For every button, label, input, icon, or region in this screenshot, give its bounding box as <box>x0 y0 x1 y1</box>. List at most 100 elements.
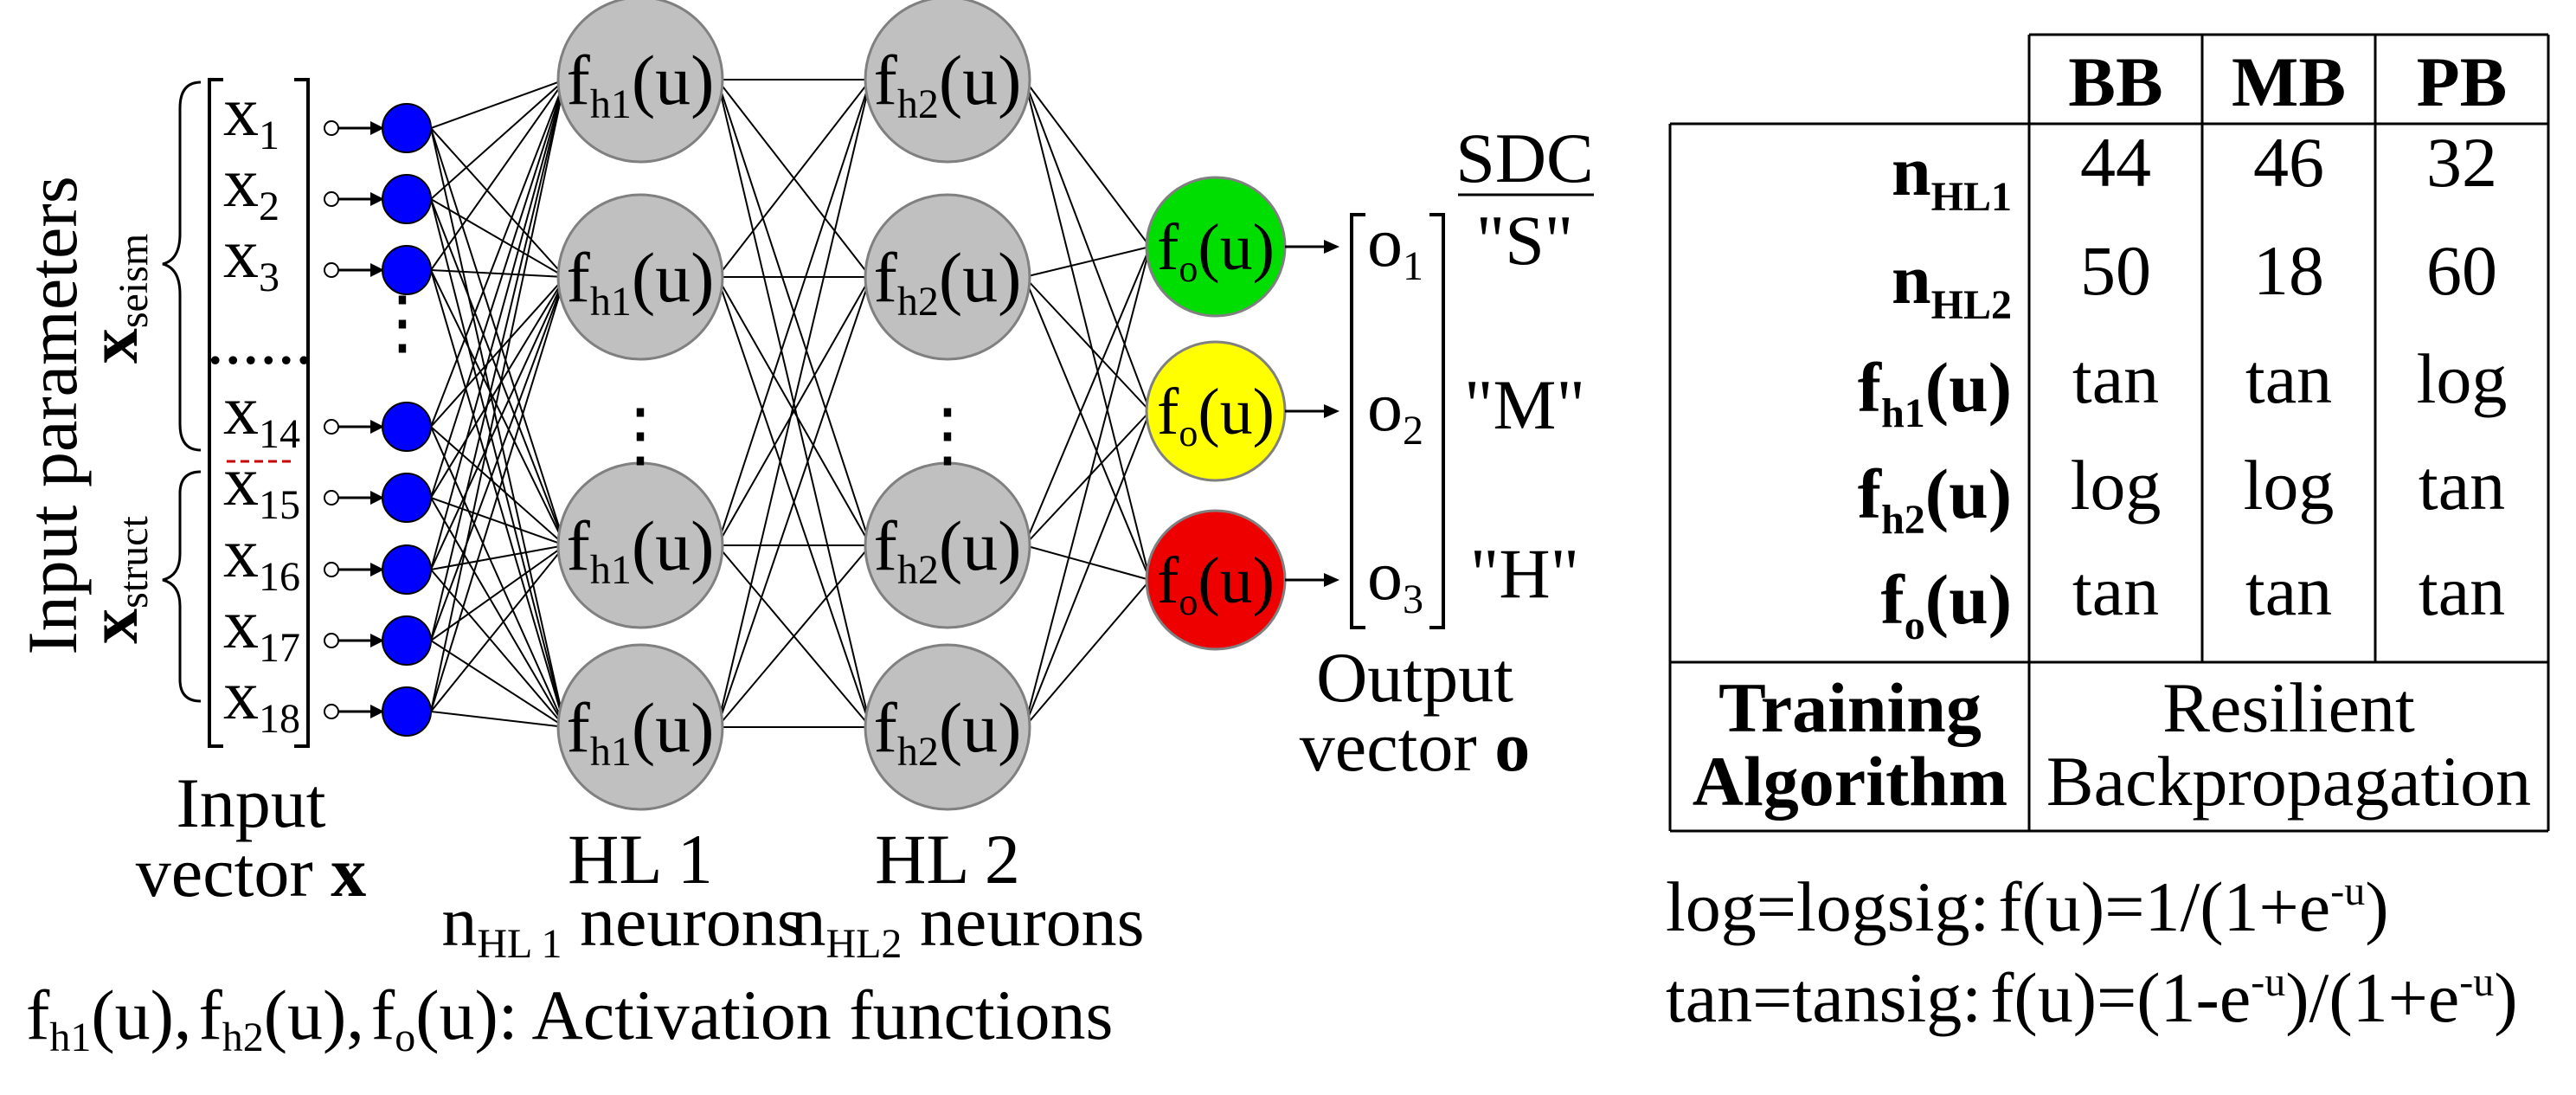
connection-line <box>1024 410 1151 728</box>
connection-line <box>430 276 566 428</box>
hl2-neuron-label: fh2(u) <box>874 41 1022 127</box>
sdc-class-label: "H" <box>1470 534 1579 613</box>
table-cell: tan <box>2072 339 2159 418</box>
connection-line <box>1024 79 1151 581</box>
table-cell: tan <box>2072 551 2159 630</box>
output-arrow-head <box>1324 573 1339 587</box>
input-arrow-head <box>370 491 384 505</box>
hl1-neuron <box>556 193 724 361</box>
input-terminal-circle <box>324 490 339 506</box>
hl1-neuron-count: nHL 1 neurons <box>441 882 804 967</box>
input-neurons <box>382 103 432 737</box>
table-cell: tan <box>2419 551 2505 630</box>
hl2-title: HL 2 <box>875 820 1020 899</box>
connection-line <box>430 79 566 570</box>
hl2-neuron-count: nHL2 neurons <box>790 882 1144 967</box>
hl1-neuron-label: fh1(u) <box>567 238 715 325</box>
connection-line <box>1024 246 1151 278</box>
hl2-ellipsis: ⋮ <box>912 396 983 474</box>
table-column-header: PB <box>2417 42 2508 121</box>
connection-line <box>430 544 566 570</box>
input-neuron <box>382 615 432 666</box>
connection-line <box>1024 276 1151 581</box>
output-vector-left-bracket <box>1350 213 1365 629</box>
input-arrow-head <box>370 634 384 647</box>
table-column-header: MB <box>2232 42 2346 121</box>
table-cell: 32 <box>2426 123 2497 202</box>
output-element-labels: o1"S"o2"M"o3"H" <box>1367 201 1585 622</box>
hidden-layer-2-neurons: fh2(u)fh2(u)fh2(u)fh2(u) <box>864 0 1031 811</box>
hl1-neuron-label: fh1(u) <box>567 41 715 127</box>
table-cell: 44 <box>2080 123 2151 202</box>
logsig-formula: log=logsig:f(u)=1/(1+e-u) <box>1666 867 2389 946</box>
connection-line <box>716 79 871 546</box>
connection-line <box>1024 410 1151 546</box>
table-cell: 46 <box>2253 123 2324 202</box>
input-horizontal-ellipsis: ...... <box>207 300 313 379</box>
output-neurons: fo(u)fo(u)fo(u) <box>1145 176 1287 651</box>
connection-line <box>430 127 566 546</box>
table-cell: tan <box>2419 446 2505 525</box>
hl1-neuron <box>556 0 724 164</box>
connection-line <box>1024 276 1151 412</box>
output-element-label: o3 <box>1367 536 1423 622</box>
hl1-neuron-label: fh1(u) <box>567 506 715 593</box>
seism-label: xseism <box>74 234 157 364</box>
connection-line <box>1024 79 1151 412</box>
table-column-header: BB <box>2068 42 2162 121</box>
table-row-label: nHL1 <box>1892 132 2012 220</box>
connection-line <box>430 269 566 546</box>
input-vector-right-bracket <box>294 78 310 748</box>
connection-line <box>1024 579 1151 728</box>
output-element-label: o1 <box>1367 203 1423 289</box>
table-cell: tan <box>2245 339 2332 418</box>
input-vector-label-line2: vector x <box>136 833 366 911</box>
output-arrows <box>1285 240 1339 587</box>
input-group-label: Input parameters <box>13 176 92 654</box>
input-terminal-circle <box>324 120 339 136</box>
output-arrow-head <box>1324 240 1339 254</box>
input-neuron <box>382 402 432 452</box>
connection-line <box>1024 246 1151 728</box>
connection-line <box>430 269 566 278</box>
training-value-line1: Resilient <box>2162 668 2415 747</box>
input-neuron <box>382 544 432 595</box>
input-terminal-circle <box>324 633 339 648</box>
connection-line <box>430 198 566 728</box>
connection-line <box>716 79 871 728</box>
activation-caption: fh1(u),fh2(u),fo(u): Activation function… <box>26 976 1113 1060</box>
table-cell: log <box>2071 446 2162 525</box>
hl2-neuron <box>864 461 1031 629</box>
input-element-label: x18 <box>223 655 300 742</box>
hl1-title: HL 1 <box>568 820 713 899</box>
table-cell: 60 <box>2426 231 2497 310</box>
connection-line <box>430 276 566 641</box>
connection-line <box>430 497 566 728</box>
table-cell: log <box>2244 446 2335 525</box>
struct-label: xstruct <box>74 516 157 644</box>
input-element-label: x17 <box>223 584 300 671</box>
input-terminal-circle <box>324 704 339 719</box>
hl1-neuron <box>556 461 724 629</box>
hidden-layer-1-neurons: fh1(u)fh1(u)fh1(u)fh1(u) <box>556 0 724 811</box>
connection-line <box>430 497 566 546</box>
hl2-neuron-label: fh2(u) <box>874 506 1022 593</box>
input-neuron <box>382 103 432 153</box>
input-arrows <box>324 120 384 719</box>
output-element-label: o2 <box>1367 367 1423 454</box>
parameter-table <box>1668 33 2550 833</box>
hl1-neuron <box>556 643 724 811</box>
connection-line <box>430 640 566 728</box>
hl2-neuron <box>864 643 1031 811</box>
connection-line <box>430 79 566 499</box>
output-vector-label-line1: Output <box>1316 638 1513 717</box>
input-element-label: x1 <box>223 72 279 158</box>
table-cell: tan <box>2245 551 2332 630</box>
connection-lines <box>430 79 1151 728</box>
table-cell: 50 <box>2080 231 2151 310</box>
table-cell: 18 <box>2253 231 2324 310</box>
input-element-label: x2 <box>223 143 279 229</box>
input-terminal-circle <box>324 262 339 278</box>
connection-line <box>430 276 566 499</box>
